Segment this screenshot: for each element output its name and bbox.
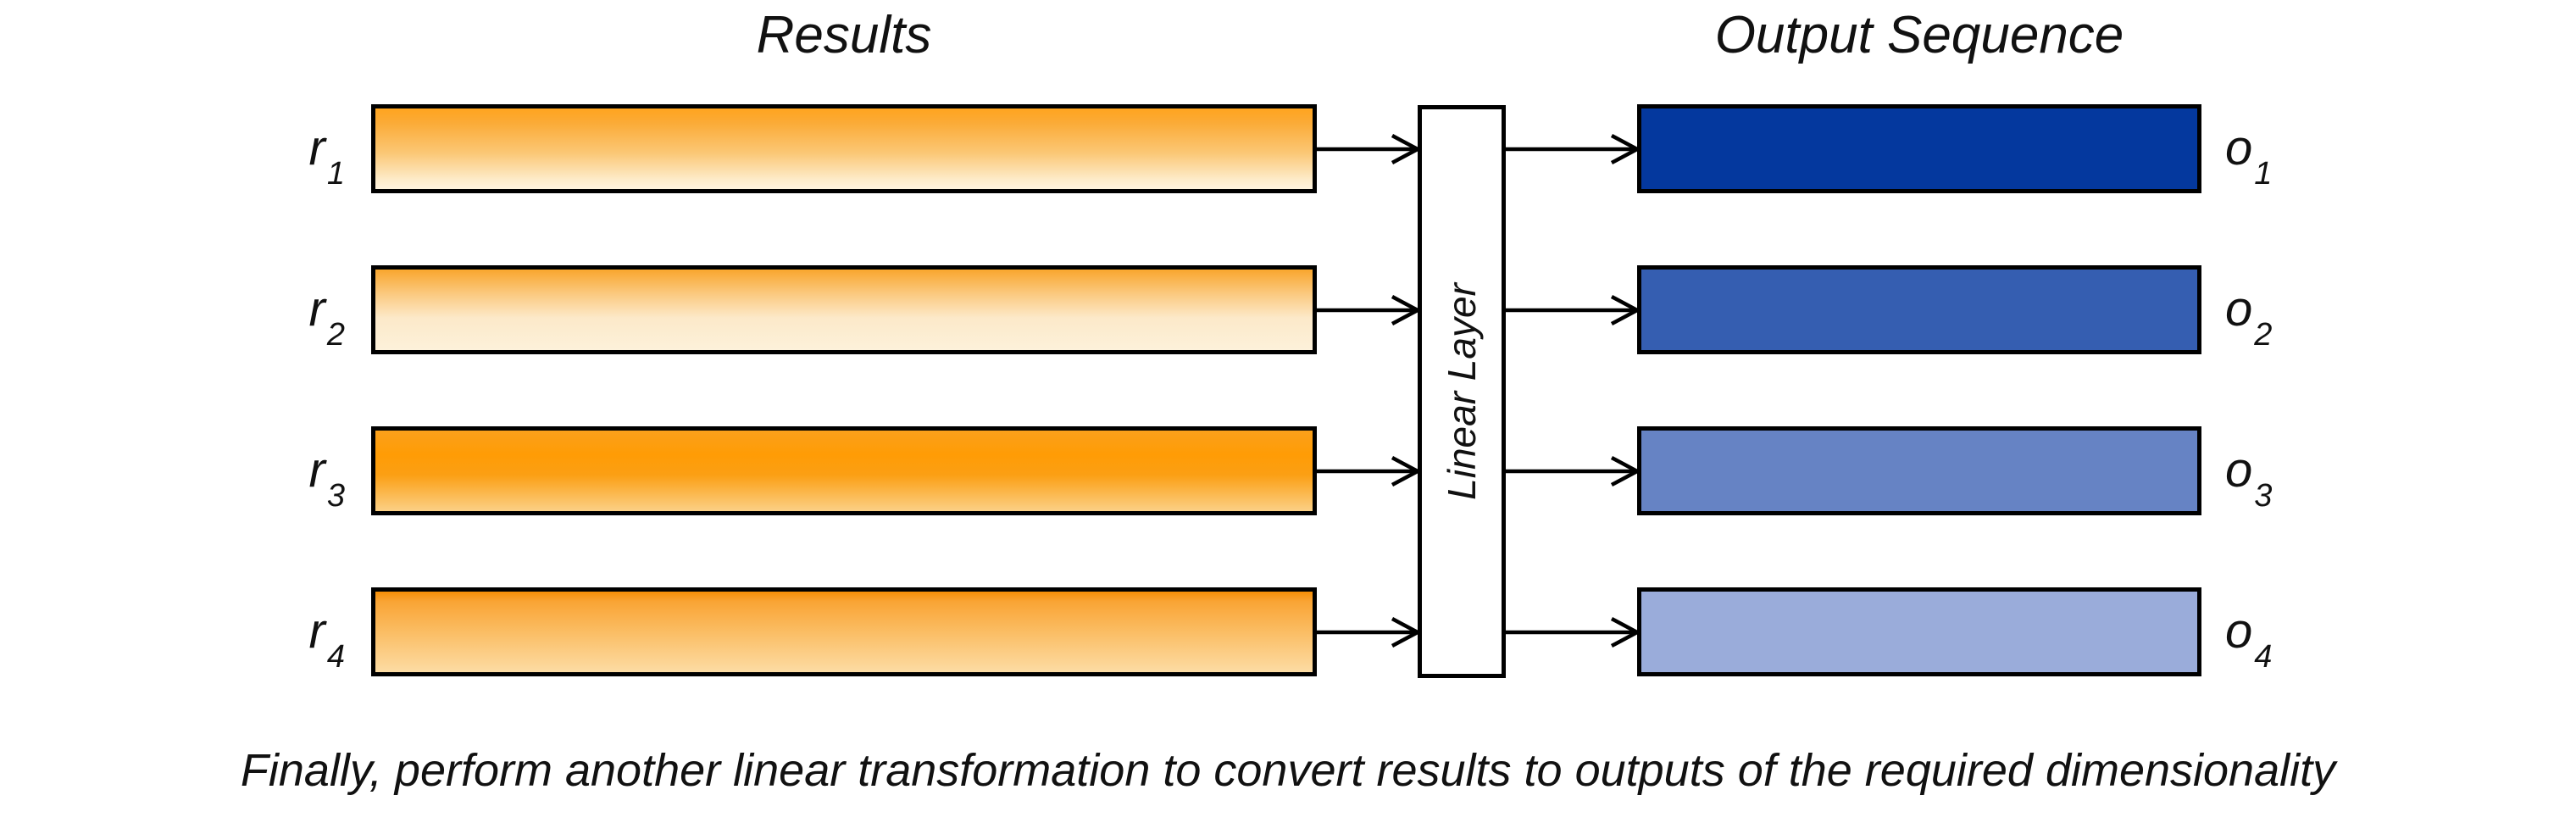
output-label-2-sub: 2 [2254, 316, 2273, 353]
result-label-1-base: r [308, 120, 325, 175]
output-bar-3 [1637, 426, 2201, 515]
arrow-linear-layer-to-output-3 [1505, 456, 1639, 487]
arrow-result-4-to-linear-layer [1316, 617, 1419, 648]
results-title: Results [756, 6, 932, 64]
linear-layer-box: Linear Layer [1418, 105, 1506, 678]
result-label-1-sub: 1 [326, 155, 345, 192]
output-label-1-base: o [2225, 120, 2253, 175]
output-label-2-base: o [2225, 281, 2253, 336]
result-label-2: r2 [229, 278, 345, 351]
result-label-2-base: r [308, 281, 325, 336]
output-label-4: o4 [2225, 600, 2412, 673]
arrow-result-3-to-linear-layer [1316, 456, 1419, 487]
output-label-2: o2 [2225, 278, 2412, 351]
result-label-4-base: r [308, 603, 325, 659]
output-bar-1 [1637, 104, 2201, 193]
result-label-2-sub: 2 [326, 316, 345, 353]
result-bar-4 [371, 587, 1317, 676]
arrow-linear-layer-to-output-4 [1505, 617, 1639, 648]
output-label-4-sub: 4 [2254, 638, 2273, 675]
result-bar-2 [371, 265, 1317, 354]
result-label-4: r4 [229, 600, 345, 673]
result-bar-3 [371, 426, 1317, 515]
output-label-1-sub: 1 [2254, 155, 2273, 192]
caption: Finally, perform another linear transfor… [240, 745, 2336, 796]
output-label-4-base: o [2225, 603, 2253, 659]
arrow-linear-layer-to-output-2 [1505, 295, 1639, 325]
output-label-1: o1 [2225, 117, 2412, 190]
output-bar-2 [1637, 265, 2201, 354]
result-label-1: r1 [229, 117, 345, 190]
arrow-result-1-to-linear-layer [1316, 134, 1419, 164]
arrow-linear-layer-to-output-1 [1505, 134, 1639, 164]
result-label-3-base: r [308, 442, 325, 498]
output-bar-4 [1637, 587, 2201, 676]
arrow-result-2-to-linear-layer [1316, 295, 1419, 325]
result-label-3: r3 [229, 439, 345, 512]
linear-layer-label: Linear Layer [1440, 283, 1484, 500]
output-sequence-title: Output Sequence [1714, 6, 2124, 64]
result-bar-1 [371, 104, 1317, 193]
result-label-4-sub: 4 [326, 638, 345, 675]
output-label-3-base: o [2225, 442, 2253, 498]
output-label-3: o3 [2225, 439, 2412, 512]
result-label-3-sub: 3 [326, 477, 345, 514]
output-label-3-sub: 3 [2254, 477, 2273, 514]
